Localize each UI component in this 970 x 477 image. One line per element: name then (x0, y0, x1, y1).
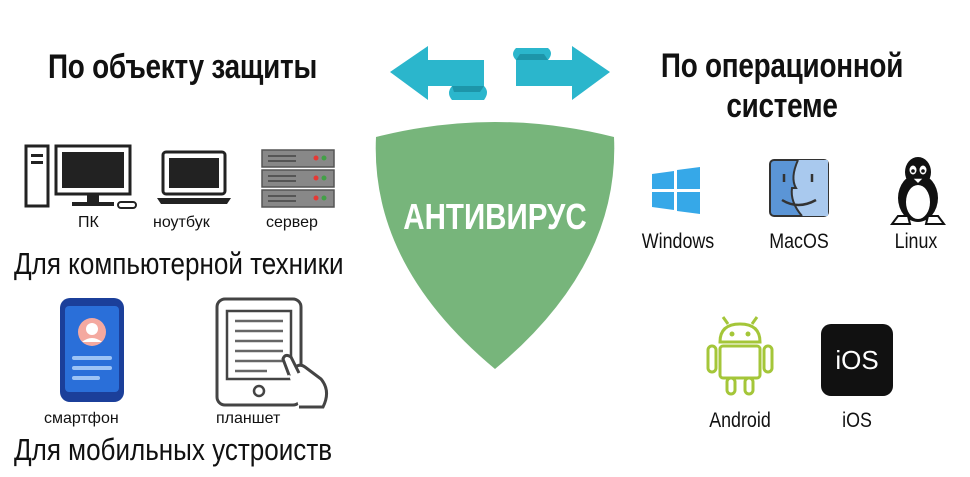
antivirus-shield-icon (375, 122, 615, 369)
device-label-server: сервер (266, 214, 318, 231)
os-label-windows: Windows (641, 230, 715, 253)
device-label-pc: ПК (78, 214, 99, 231)
ios-logo-icon: iOS (821, 324, 893, 396)
heading-by-os-line2: системе (726, 87, 838, 125)
double-arrow-icon (390, 46, 610, 100)
linux-tux-icon (890, 157, 946, 225)
heading-by-os: По операционной системе (643, 46, 922, 126)
tablet-icon (215, 297, 328, 409)
left-arrow-icon (390, 46, 487, 100)
smartphone-icon (60, 298, 124, 402)
desktop-pc-icon (24, 144, 137, 209)
android-robot-icon (706, 316, 774, 396)
computer-section-title: Для компьютерной техники (14, 246, 344, 281)
heading-by-os-line1: По операционной (660, 47, 904, 85)
device-label-tablet: планшет (216, 410, 281, 427)
antivirus-label: АНТИВИРУС (403, 196, 587, 237)
heading-by-protection-object: По объекту защиты (48, 48, 318, 86)
laptop-icon (157, 150, 231, 204)
device-label-smartphone: смартфон (44, 410, 119, 427)
windows-logo-icon (652, 167, 700, 214)
os-label-linux: Linux (894, 230, 938, 253)
os-label-macos: MacOS (769, 230, 829, 253)
server-icon (261, 149, 335, 208)
os-label-android: Android (709, 409, 771, 432)
device-label-laptop: ноутбук (153, 214, 210, 231)
right-arrow-icon (513, 46, 610, 100)
mobile-section-title: Для мобильных устроиств (14, 432, 333, 467)
os-label-ios: iOS (842, 409, 872, 432)
macos-finder-icon (769, 159, 829, 217)
ios-badge-text: iOS (835, 344, 879, 375)
